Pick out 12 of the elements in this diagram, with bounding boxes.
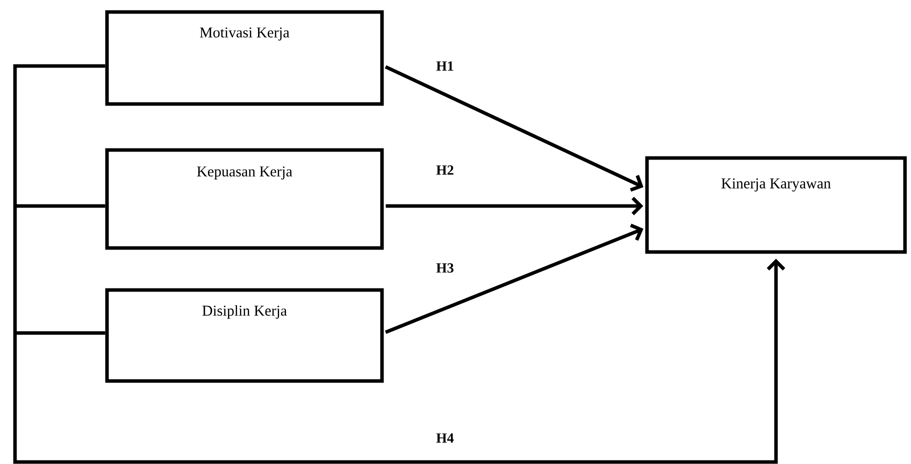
variable-box: Disiplin Kerja xyxy=(105,288,384,383)
variable-box: Motivasi Kerja xyxy=(105,10,384,106)
edge-label: H1 xyxy=(435,60,455,72)
arrow xyxy=(13,64,786,464)
arrow xyxy=(386,196,644,216)
variable-box: Kinerja Karyawan xyxy=(645,156,907,254)
arrow xyxy=(384,224,644,334)
edge-label: H4 xyxy=(435,432,455,444)
variable-box: Kepuasan Kerja xyxy=(105,148,384,250)
edge-label: H2 xyxy=(435,164,455,176)
arrow xyxy=(384,65,644,192)
edge-label: H3 xyxy=(435,262,455,274)
